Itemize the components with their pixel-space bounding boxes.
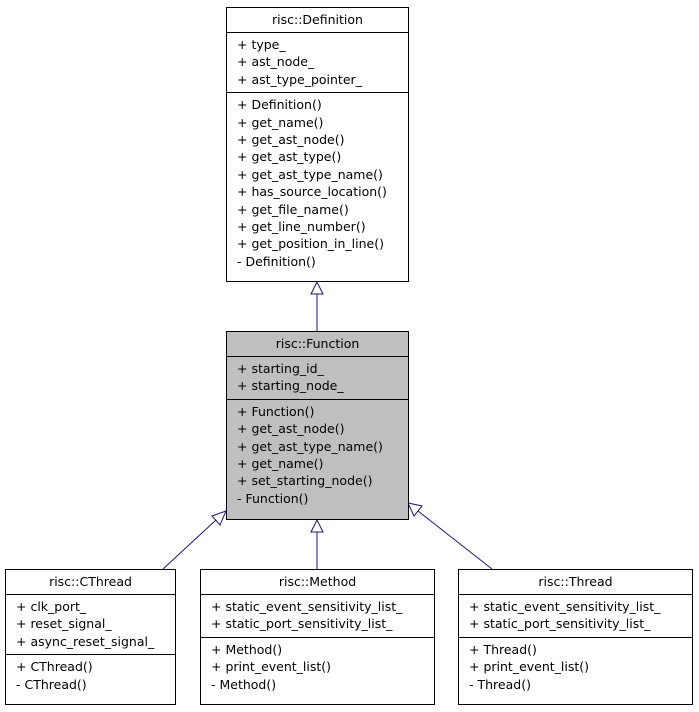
attribute: + clk_port_ <box>16 599 87 614</box>
edge-thread-function <box>417 510 493 570</box>
method: + get_line_number() <box>237 218 366 234</box>
attribute: + reset_signal_ <box>16 616 112 632</box>
method: - Function() <box>237 490 309 506</box>
method: + set_starting_node() <box>237 473 373 489</box>
method: + Function() <box>237 403 315 419</box>
class-function-attributes: + starting_id_ + starting_node_ <box>227 357 408 400</box>
attribute: + static_event_sensitivity_list_ <box>211 599 403 614</box>
class-cthread-title: risc::CThread <box>6 570 175 595</box>
attribute: + static_event_sensitivity_list_ <box>469 599 661 614</box>
attribute: + starting_id_ <box>237 361 324 376</box>
attribute: + static_port_sensitivity_list_ <box>211 616 393 632</box>
class-definition-title: risc::Definition <box>227 8 408 33</box>
method: - Definition() <box>237 253 316 269</box>
class-thread-title: risc::Thread <box>459 570 692 595</box>
arrowhead-function-right <box>407 502 423 517</box>
class-method-attributes: + static_event_sensitivity_list_ + stati… <box>201 595 434 638</box>
method: + get_file_name() <box>237 201 349 217</box>
method: - CThread() <box>16 676 87 692</box>
attribute: + type_ <box>237 37 286 52</box>
method: + CThread() <box>16 659 93 675</box>
class-function-title: risc::Function <box>227 332 408 357</box>
edge-cthread-function <box>162 519 217 570</box>
class-cthread[interactable]: risc::CThread + clk_port_ + reset_signal… <box>5 569 176 705</box>
arrowhead-function-center <box>310 518 324 533</box>
method: - Method() <box>211 676 277 692</box>
method: + print_event_list() <box>469 659 590 675</box>
class-thread-attributes: + static_event_sensitivity_list_ + stati… <box>459 595 692 638</box>
method: + get_ast_type_name() <box>237 438 383 454</box>
method: + get_ast_node() <box>237 131 345 147</box>
class-cthread-methods: + CThread() - CThread() <box>6 655 175 697</box>
method: + get_ast_node() <box>237 421 345 437</box>
attribute: + ast_node_ <box>237 54 315 70</box>
method: + get_ast_type() <box>237 149 342 165</box>
method: + get_name() <box>237 114 324 130</box>
class-definition-attributes: + type_ + ast_node_ + ast_type_pointer_ <box>227 33 408 94</box>
method: + Method() <box>211 641 283 657</box>
method: + get_position_in_line() <box>237 236 384 252</box>
attribute: + async_reset_signal_ <box>16 633 155 649</box>
method: + get_ast_type_name() <box>237 166 383 182</box>
arrowhead-definition <box>310 280 324 295</box>
class-method-methods: + Method() + print_event_list() - Method… <box>201 638 434 697</box>
class-thread[interactable]: risc::Thread + static_event_sensitivity_… <box>458 569 693 705</box>
class-method-title: risc::Method <box>201 570 434 595</box>
attribute: + ast_type_pointer_ <box>237 71 362 87</box>
method: + print_event_list() <box>211 659 332 675</box>
class-cthread-attributes: + clk_port_ + reset_signal_ + async_rese… <box>6 595 175 656</box>
attribute: + static_port_sensitivity_list_ <box>469 616 651 632</box>
attribute: + starting_node_ <box>237 378 344 394</box>
class-method[interactable]: risc::Method + static_event_sensitivity_… <box>200 569 435 705</box>
class-definition[interactable]: risc::Definition + type_ + ast_node_ + a… <box>226 7 409 282</box>
arrowhead-function-left <box>211 510 227 526</box>
method: + has_source_location() <box>237 184 387 200</box>
class-thread-methods: + Thread() + print_event_list() - Thread… <box>459 638 692 697</box>
class-function[interactable]: risc::Function + starting_id_ + starting… <box>226 331 409 520</box>
method: - Thread() <box>469 676 531 692</box>
method: + Definition() <box>237 97 322 113</box>
method: + Thread() <box>469 641 537 657</box>
class-definition-methods: + Definition() + get_name() + get_ast_no… <box>227 93 408 274</box>
method: + get_name() <box>237 455 324 471</box>
class-function-methods: + Function() + get_ast_node() + get_ast_… <box>227 400 408 511</box>
